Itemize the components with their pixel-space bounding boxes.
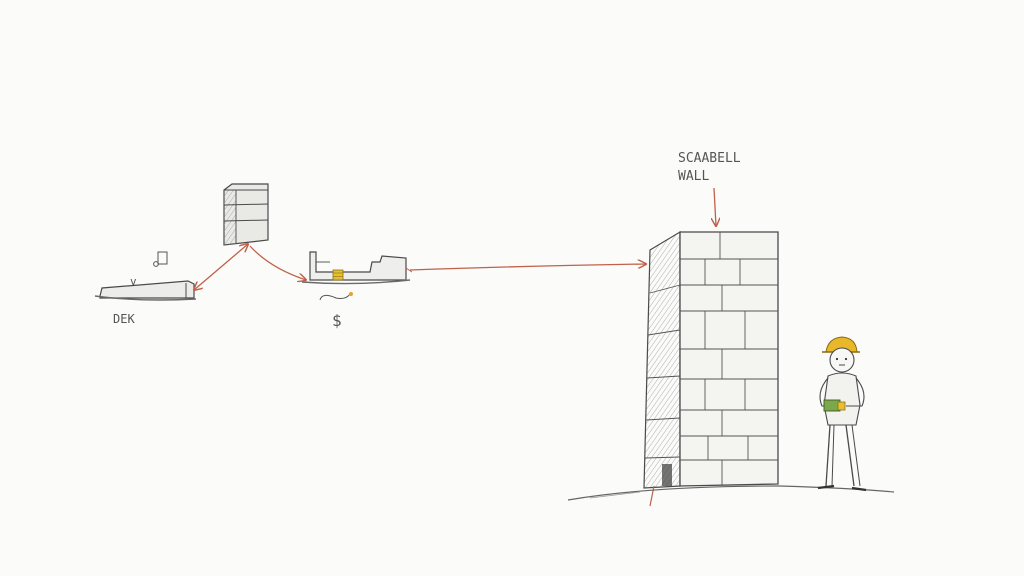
platform-node: $ <box>301 251 411 330</box>
wall-door <box>662 464 672 486</box>
ground-line <box>567 485 895 501</box>
edge-deck-stack <box>194 244 248 290</box>
deck-label: DEK <box>113 312 135 326</box>
note-doodle-icon <box>153 251 168 267</box>
edge-stack-platform <box>249 245 306 280</box>
wall-pointer-arrow <box>714 187 716 226</box>
wall-label-line2: WALL <box>678 169 709 184</box>
helmet-icon <box>825 336 858 353</box>
coin-icon <box>332 269 344 281</box>
deck-mark: v <box>130 275 137 288</box>
wall-node <box>643 230 779 507</box>
edges <box>194 244 646 290</box>
deck-node: v DEK <box>94 275 197 326</box>
stack-block-node <box>223 183 269 246</box>
edge-platform-wall <box>409 264 646 271</box>
wall-label-line1: SCAABELL <box>678 151 741 166</box>
worker-figure <box>817 336 867 492</box>
money-symbol: $ <box>332 311 342 330</box>
tool-icon <box>823 399 841 412</box>
wall-label: SCAABELL WALL <box>678 151 741 226</box>
